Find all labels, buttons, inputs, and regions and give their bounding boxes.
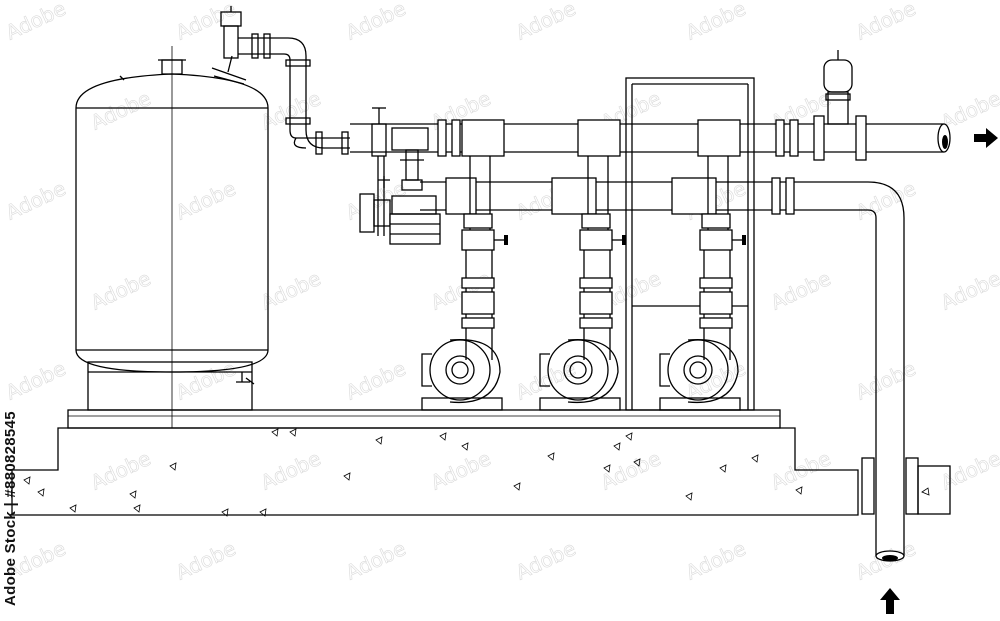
aggregate-mark <box>37 488 45 497</box>
outlet-arrow-icon <box>974 128 998 148</box>
aggregate-mark <box>271 428 279 437</box>
aggregate-mark <box>603 464 611 473</box>
watermark-word: Adobe <box>852 0 919 45</box>
aggregate-mark <box>613 442 621 451</box>
aggregate-mark <box>23 476 31 485</box>
aggregate-mark <box>375 436 383 445</box>
stock-watermark-id: Adobe Stock | #880828545 <box>2 411 19 606</box>
watermark-word: Adobe <box>427 446 494 494</box>
aggregate-mark <box>547 452 555 461</box>
suction-flange <box>581 213 611 229</box>
watermark-word: Adobe <box>172 356 239 404</box>
inlet-curb <box>861 457 951 515</box>
watermark-word: Adobe <box>172 536 239 584</box>
watermark-word: Adobe <box>342 356 409 404</box>
watermark-word: Adobe <box>342 536 409 584</box>
watermark-word: Adobe <box>2 0 69 45</box>
aggregate-mark <box>685 492 693 501</box>
watermark-word: Adobe <box>767 266 834 314</box>
aggregate-mark <box>133 504 141 513</box>
concrete-aggregate <box>23 428 803 517</box>
tank-riser-pipe <box>220 6 350 155</box>
aggregate-mark <box>719 464 727 473</box>
pump-group <box>421 156 746 411</box>
pressure-tank <box>75 46 269 428</box>
aggregate-mark <box>289 428 297 437</box>
aggregate-mark <box>633 458 641 467</box>
watermark-word: Adobe <box>2 176 69 224</box>
aggregate-mark <box>513 482 521 491</box>
watermark-word: Adobe <box>172 0 239 45</box>
bypass-valve-assembly <box>359 107 441 245</box>
watermark-word: Adobe <box>852 176 919 224</box>
watermark-word: Adobe <box>937 266 1000 314</box>
aggregate-mark <box>221 508 229 517</box>
watermark-word: Adobe <box>87 266 154 314</box>
aggregate-mark <box>751 454 759 463</box>
watermark-word: Adobe <box>257 446 324 494</box>
pump-volute <box>429 339 491 401</box>
pump-base <box>539 397 621 411</box>
watermark-word: Adobe <box>682 356 749 404</box>
pump-base <box>659 397 741 411</box>
pump-unit-1 <box>421 156 508 411</box>
watermark-word: Adobe <box>682 536 749 584</box>
aggregate-mark <box>69 504 77 513</box>
watermark-word: Adobe <box>257 86 324 134</box>
aggregate-mark <box>439 432 447 441</box>
watermark-word: Adobe <box>682 0 749 45</box>
aggregate-mark <box>625 432 633 441</box>
pump-base <box>421 397 503 411</box>
suction-header <box>420 177 905 562</box>
aggregate-mark <box>343 472 351 481</box>
watermark-word: Adobe <box>342 0 409 45</box>
watermark-word: Adobe <box>87 86 154 134</box>
watermark-word: Adobe <box>2 356 69 404</box>
watermark-word: Adobe <box>852 356 919 404</box>
aggregate-mark <box>169 462 177 471</box>
aggregate-mark <box>461 442 469 451</box>
watermark-word: Adobe <box>512 0 579 45</box>
watermark-word: Adobe <box>512 536 579 584</box>
aggregate-mark <box>129 490 137 499</box>
pump-unit-2 <box>539 156 626 411</box>
watermark-word: Adobe <box>172 176 239 224</box>
aggregate-mark <box>795 486 803 495</box>
watermark-word: Adobe <box>937 446 1000 494</box>
watermark-word: Adobe <box>87 446 154 494</box>
aggregate-mark <box>259 508 267 517</box>
suction-flange <box>463 213 493 229</box>
watermark-word: Adobe <box>257 266 324 314</box>
discharge-header <box>350 50 951 161</box>
inlet-arrow-icon <box>880 588 900 614</box>
pump-unit-3 <box>659 156 746 411</box>
suction-flange <box>701 213 731 229</box>
